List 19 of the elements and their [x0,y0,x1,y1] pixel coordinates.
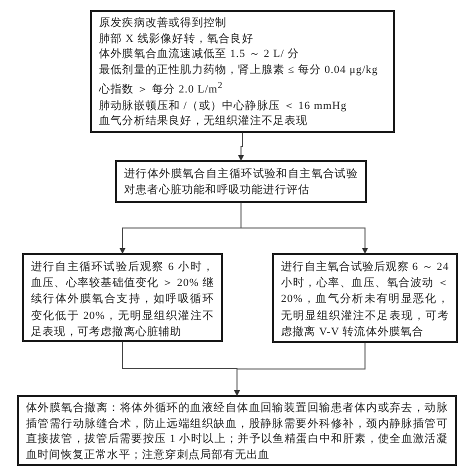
box-text: 最低剂量的正性肌力药物，肾上腺素 ≤ 每分 0.04 μg/kg [99,62,379,78]
box-text: 原发疾病改善或得到控制 [99,16,228,31]
process-box [17,395,457,466]
box-text: 进行自主循环试验后观察 6 小时，血压、心率较基础值变化 ＞ 20% 继续行体外膜氧合支持，如呼吸循环变化低于 20%，无明显组织灌注不足表现，可考虑撤离心脏辅助 [31,260,214,340]
process-box [272,253,458,343]
box-text: 血气分析结果良好，无组织灌注不足表现 [99,114,309,130]
box-text: 进行体外膜氧合自主循环试验和自主氧合试验对患者心脏功能和呼吸功能进行评估 [124,166,358,198]
box-text: 肺部 X 线影像好转，氧合良好 [99,32,254,47]
process-box [90,10,395,133]
box-text: 心指数 ＞ 每分 2.0 L/m$^{2}$ [99,79,224,98]
process-box [22,253,223,342]
box-text: 体外膜氧合撤离：将体外循环的血液经自体血回输装置回输患者体内或弃去，动脉插管需行动脉缝合术，防止远端组织缺血，股静脉需要外科修补，颈内静脉插管可直接拔管，拔管后需要按压 1 小时以上；并予以鱼精蛋白中和肝素，使全血激活凝血时间恢复正常水平；注意穿刺点局部有无出血 [26,401,448,463]
process-box [115,160,367,203]
arrow [238,132,244,161]
box-text: 进行自主氧合试验后观察 6 ～ 24 小时，心率、血压、氧合波动 ＜ 20%，血气分析未有明显恶化，无明显组织灌注不足表现，可考虑撤离 V-V 转流体外膜氧合 [281,260,449,340]
box-text: 体外膜氧合血流速减低至 1.5 ～ 2 L/ 分 [99,47,300,62]
arrow [234,342,366,396]
arrow [240,202,368,254]
box-text: 肺动脉嵌顿压和 /（或）中心静脉压 ＜ 16 mmHg [99,98,348,114]
